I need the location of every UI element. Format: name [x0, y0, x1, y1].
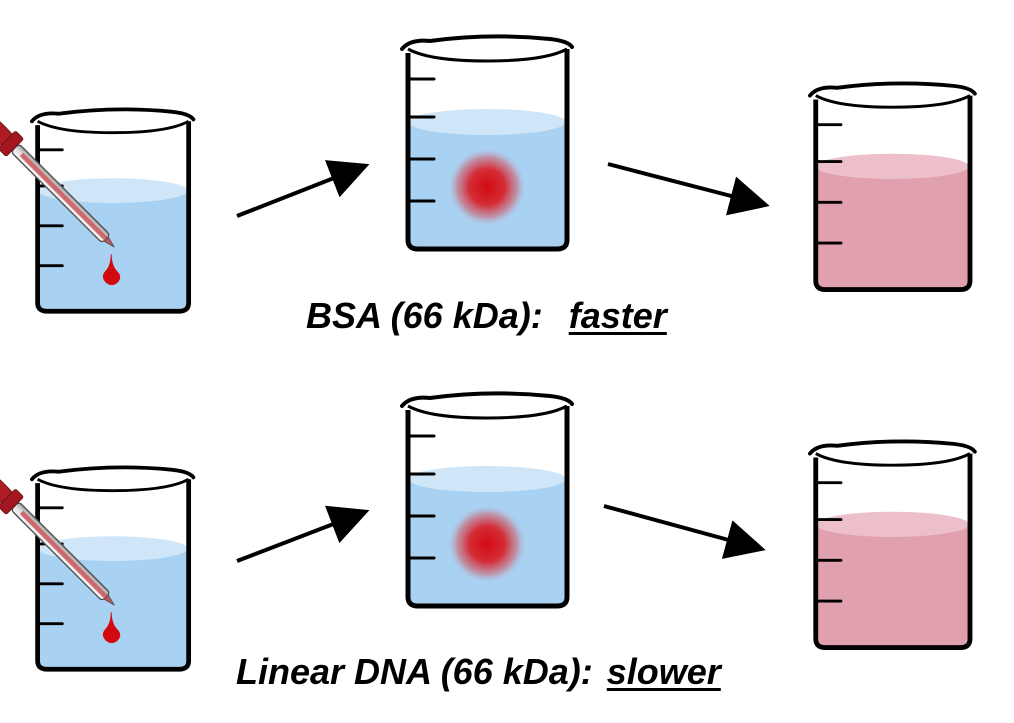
caption-bsa-label: BSA (66 kDa): [306, 295, 543, 336]
caption-linear-dna: Linear DNA (66 kDa): slower [236, 654, 721, 690]
beaker-mixed-top [810, 83, 975, 289]
caption-bsa-rate: faster [568, 295, 667, 336]
arrow-top-1 [236, 160, 370, 218]
beaker-dye-blob-top [402, 36, 572, 249]
beaker-mixed-bottom [810, 441, 975, 647]
caption-linear-dna-rate: slower [606, 651, 721, 692]
beaker-dye-blob-bottom [402, 393, 572, 606]
beaker-water-with-dropper-bottom [0, 460, 193, 669]
caption-linear-dna-label: Linear DNA (66 kDa): [236, 651, 593, 692]
arrow-bottom-1 [236, 505, 370, 563]
caption-bsa: BSA (66 kDa): faster [306, 298, 667, 334]
beaker-water-with-dropper-top [0, 102, 193, 311]
arrow-top-2 [607, 162, 770, 216]
arrow-bottom-2 [603, 504, 766, 559]
